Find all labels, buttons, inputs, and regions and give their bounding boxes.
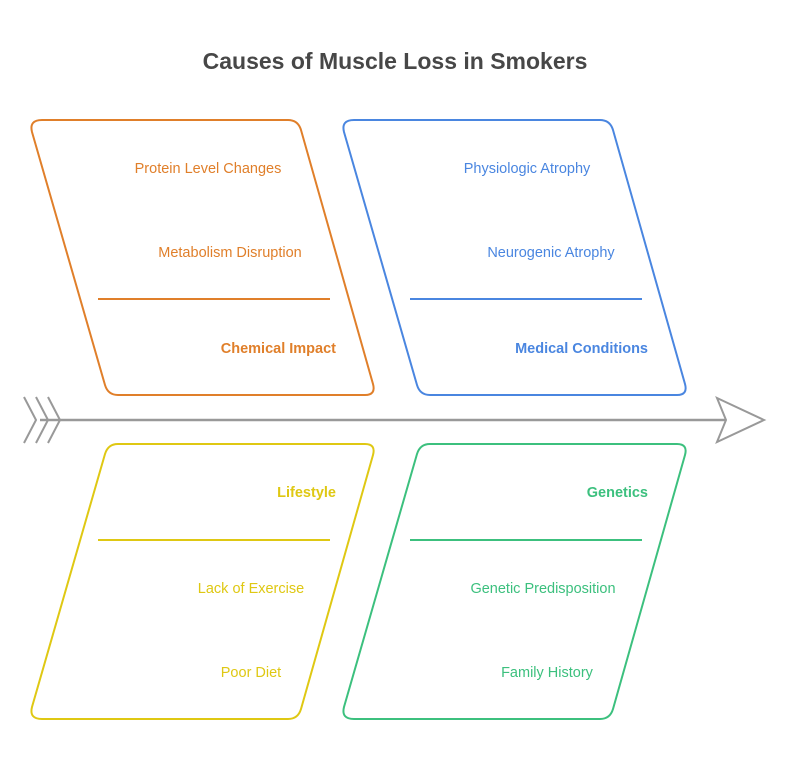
category-lifestyle: Lifestyle Lack of Exercise Poor Diet <box>30 443 375 720</box>
arrow-head <box>715 396 767 444</box>
category-box <box>342 119 687 396</box>
cause-label: Metabolism Disruption <box>158 245 301 261</box>
cause-label: Family History <box>501 665 594 681</box>
category-medical-conditions: Physiologic Atrophy Neurogenic Atrophy M… <box>342 119 687 396</box>
cause-label: Poor Diet <box>221 665 281 681</box>
category-label: Medical Conditions <box>515 341 648 357</box>
category-chemical-impact: Protein Level Changes Metabolism Disrupt… <box>30 119 375 396</box>
cause-label: Lack of Exercise <box>198 581 304 597</box>
category-box <box>342 443 687 720</box>
cause-label: Genetic Predisposition <box>470 581 615 597</box>
category-box <box>30 443 375 720</box>
cause-label: Physiologic Atrophy <box>464 161 591 177</box>
cause-label: Protein Level Changes <box>135 161 282 177</box>
category-label: Genetics <box>587 485 648 501</box>
tail-chevron-1 <box>23 396 38 444</box>
diagram-title: Causes of Muscle Loss in Smokers <box>202 48 588 74</box>
category-box <box>30 119 375 396</box>
category-label: Lifestyle <box>277 485 336 501</box>
tail-chevron-2 <box>35 396 50 444</box>
category-genetics: Genetics Genetic Predisposition Family H… <box>342 443 687 720</box>
cause-label: Neurogenic Atrophy <box>487 245 615 261</box>
tail-chevron-3 <box>47 396 62 444</box>
spine <box>23 396 767 444</box>
category-label: Chemical Impact <box>221 341 336 357</box>
